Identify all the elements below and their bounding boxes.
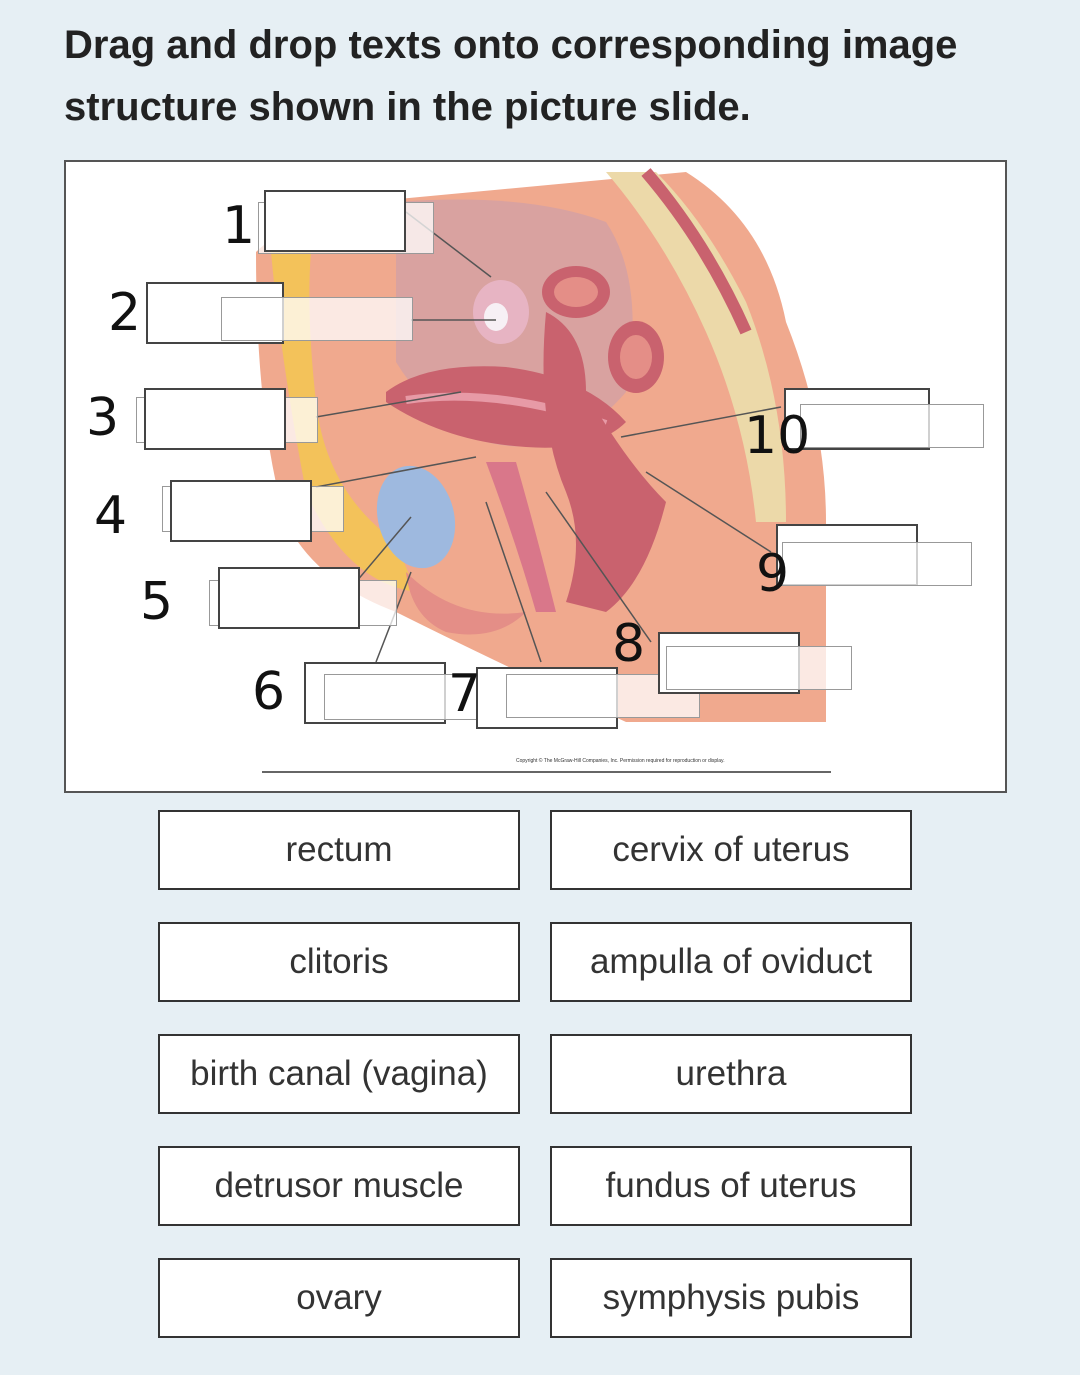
drop-zone-9-shadow <box>782 542 972 586</box>
number-label-9: 9 <box>756 544 790 604</box>
tile-rectum[interactable]: rectum <box>158 810 520 890</box>
vagina-shape <box>486 462 556 612</box>
drop-zone-1[interactable] <box>264 190 406 252</box>
drop-zone-4[interactable] <box>170 480 312 542</box>
tile-ovary[interactable]: ovary <box>158 1258 520 1338</box>
tile-cervix-of-uterus[interactable]: cervix of uterus <box>550 810 912 890</box>
number-label-10: 10 <box>744 406 811 466</box>
tile-detrusor-muscle[interactable]: detrusor muscle <box>158 1146 520 1226</box>
number-label-6: 6 <box>252 662 286 722</box>
anatomy-figure: Copyright © The McGraw-Hill Companies, I… <box>64 160 1007 793</box>
number-label-3: 3 <box>86 388 120 448</box>
tile-clitoris[interactable]: clitoris <box>158 922 520 1002</box>
rectum-shape <box>543 312 666 612</box>
tile-fundus-of-uterus[interactable]: fundus of uterus <box>550 1146 912 1226</box>
labia-shape <box>406 572 526 635</box>
drop-zone-3[interactable] <box>144 388 286 450</box>
sacrum-edge <box>641 168 752 335</box>
tile-symphysis-pubis[interactable]: symphysis pubis <box>550 1258 912 1338</box>
question-text: Drag and drop texts onto corresponding i… <box>64 23 958 129</box>
number-label-2: 2 <box>108 283 142 343</box>
tile-ampulla-of-oviduct[interactable]: ampulla of oviduct <box>550 922 912 1002</box>
number-label-4: 4 <box>94 486 128 546</box>
bladder-shape <box>376 465 456 569</box>
drop-zone-8-shadow <box>666 646 852 690</box>
number-label-5: 5 <box>140 572 174 632</box>
number-label-8: 8 <box>612 614 646 674</box>
number-label-1: 1 <box>222 196 256 256</box>
number-label-7: 7 <box>448 664 482 724</box>
tile-urethra[interactable]: urethra <box>550 1034 912 1114</box>
tile-birth-canal-vagina[interactable]: birth canal (vagina) <box>158 1034 520 1114</box>
drop-zone-2-shadow <box>221 297 413 341</box>
figure-caption: Copyright © The McGraw-Hill Companies, I… <box>516 758 725 764</box>
drop-zone-7-shadow <box>506 674 700 718</box>
drop-zone-10-shadow <box>800 404 984 448</box>
drop-zone-5[interactable] <box>218 567 360 629</box>
